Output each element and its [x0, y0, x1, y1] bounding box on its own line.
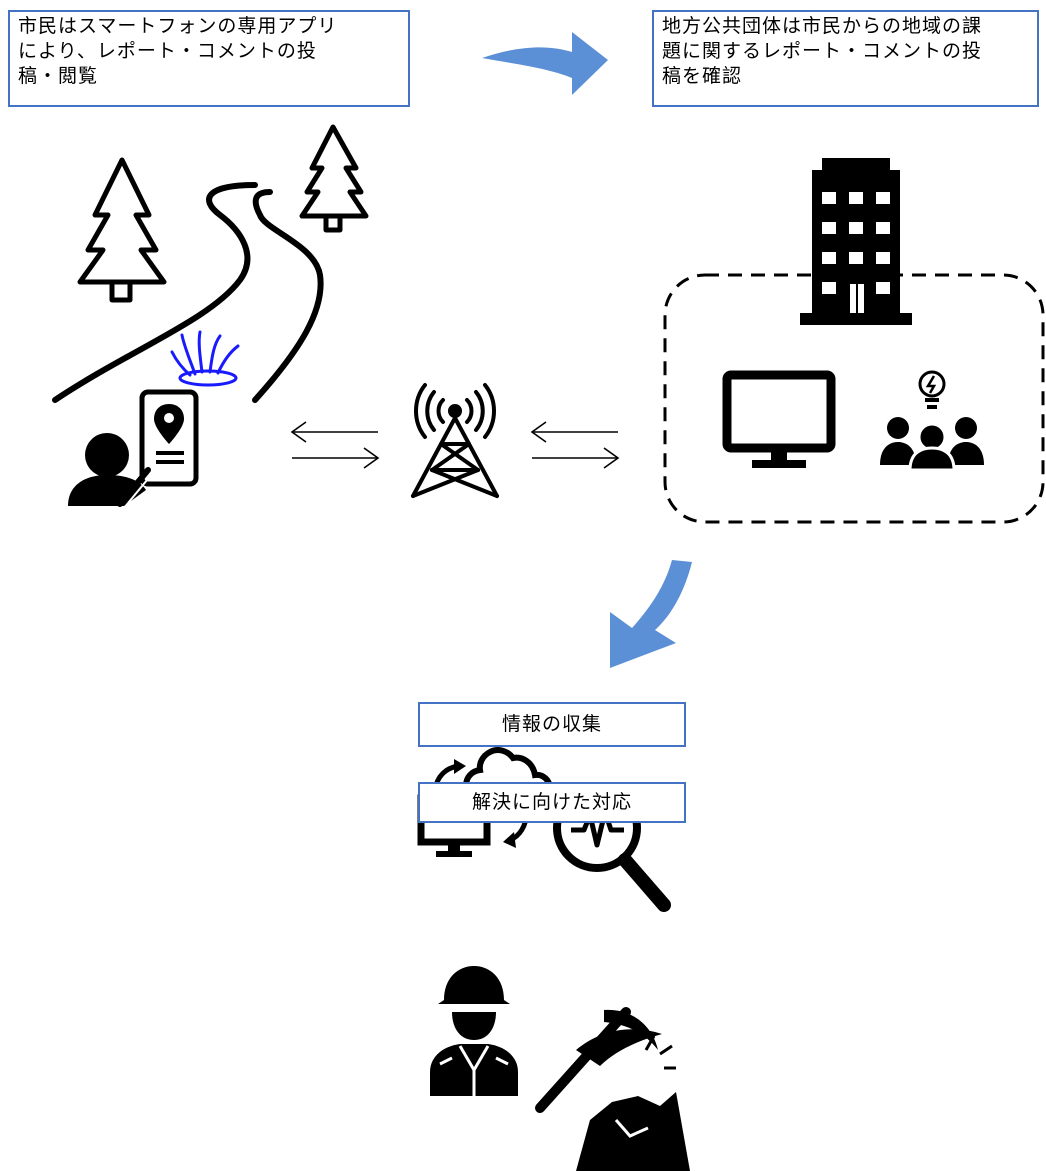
- worker-icon: [430, 966, 518, 1096]
- flow-arrow-right-icon: [482, 32, 608, 95]
- water-leak-icon: [170, 330, 240, 387]
- step-resolve-label: 解決に向けた対応: [418, 782, 686, 823]
- tree-icon: [299, 124, 369, 233]
- step-collect-label: 情報の収集: [418, 702, 686, 747]
- flow-arrow-down-icon: [610, 560, 692, 668]
- tree-icon: [77, 157, 167, 303]
- government-description-box: 地方公共団体は市民からの地域の課 題に関するレポート・コメントの投 稿を確認: [652, 10, 1039, 107]
- exchange-arrows-icon: [290, 421, 380, 469]
- pickaxe-icon: [535, 1007, 690, 1171]
- exchange-arrows-icon: [530, 421, 620, 469]
- road-icon: [52, 182, 324, 403]
- radio-tower-icon: [411, 383, 499, 498]
- citizen-description-box: 市民はスマートフォンの専用アプリ により、レポート・コメントの投 稿・閲覧: [8, 10, 410, 107]
- team-idea-icon: [880, 370, 984, 472]
- smartphone-map-pin-icon: [117, 389, 199, 509]
- office-building-icon: [800, 158, 912, 325]
- monitor-icon: [722, 370, 836, 468]
